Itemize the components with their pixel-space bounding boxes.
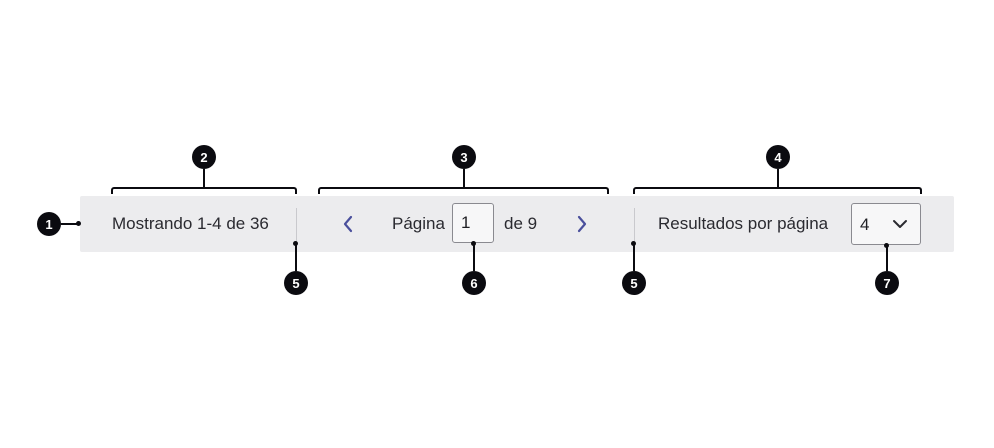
callout-dot-7 (884, 243, 889, 248)
callout-leader-6 (473, 244, 475, 271)
callout-leader-5b (633, 244, 635, 271)
previous-page-button[interactable] (336, 212, 360, 236)
callout-marker-1: 1 (37, 212, 61, 236)
callout-dot-6 (471, 241, 476, 246)
chevron-left-icon (343, 215, 353, 233)
callout-marker-7: 7 (875, 271, 899, 295)
callout-dot-5a (293, 241, 298, 246)
section-divider-left (296, 208, 297, 244)
callout-dot-5b (631, 241, 636, 246)
callout-leader-7 (886, 246, 888, 271)
total-pages-text: de 9 (504, 214, 538, 233)
page-label: Página (392, 214, 445, 233)
section-divider-right (634, 208, 635, 244)
callout-leader-4 (777, 169, 779, 188)
callout-bracket-3 (318, 187, 609, 194)
callout-marker-4: 4 (766, 145, 790, 169)
chevron-right-icon (577, 215, 587, 233)
callout-leader-2 (203, 169, 205, 188)
chevron-down-icon (890, 213, 910, 235)
callout-leader-1 (61, 223, 79, 225)
callout-leader-5a (295, 244, 297, 271)
callout-bracket-4 (633, 187, 922, 194)
results-per-page-label: Resultados por página (658, 214, 829, 233)
pagination-bar (80, 196, 954, 252)
callout-leader-3 (463, 169, 465, 188)
results-range-text: Mostrando 1-4 de 36 (112, 214, 269, 233)
callout-marker-2: 2 (192, 145, 216, 169)
page-number-input[interactable] (452, 203, 494, 243)
results-per-page-select[interactable]: 4 (851, 203, 921, 245)
callout-marker-6: 6 (462, 271, 486, 295)
callout-marker-5a: 5 (284, 271, 308, 295)
callout-marker-5b: 5 (622, 271, 646, 295)
results-per-page-value: 4 (860, 215, 870, 234)
next-page-button[interactable] (570, 212, 594, 236)
callout-marker-3: 3 (452, 145, 476, 169)
callout-dot-1 (76, 221, 81, 226)
callout-bracket-2 (111, 187, 297, 194)
